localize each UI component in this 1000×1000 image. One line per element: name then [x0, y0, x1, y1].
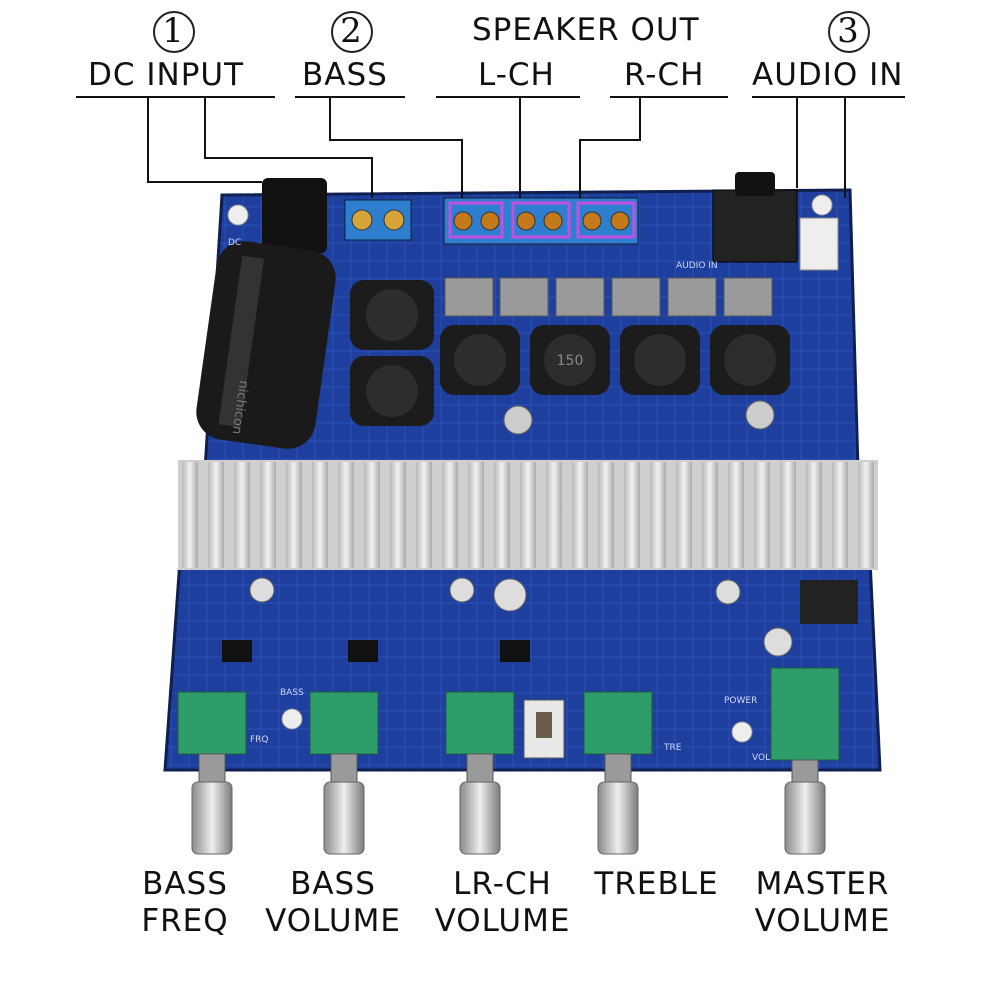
heatsink-fin — [676, 462, 692, 568]
potentiometers — [177, 667, 840, 855]
heatsink-fin — [364, 462, 380, 568]
leader-lines — [76, 96, 905, 198]
board-freq-marking: FRQ — [250, 735, 269, 745]
heatsink-fin — [728, 462, 744, 568]
heatsink-fin — [208, 462, 224, 568]
board-bass-marking: BASS — [280, 688, 304, 698]
heatsink-fin — [520, 462, 536, 568]
callout-number-3: 3 — [825, 8, 871, 54]
potentiometer-body — [309, 691, 379, 755]
control-label-line1: TREBLE — [594, 866, 719, 902]
inductors: 150 — [350, 280, 790, 426]
potentiometer-shaft — [198, 753, 226, 783]
control-label-line2: FREQ — [141, 903, 229, 939]
potentiometer-body — [177, 691, 247, 755]
heatsink-fin — [702, 462, 718, 568]
potentiometer-knob — [323, 781, 365, 855]
potentiometer-shaft — [330, 753, 358, 783]
speaker-out-label: SPEAKER OUT — [472, 12, 700, 48]
potentiometer-knob — [597, 781, 639, 855]
heatsink-fin — [806, 462, 822, 568]
potentiometer-shaft — [466, 753, 494, 783]
left-channel-label: L-CH — [478, 57, 555, 93]
heatsink-fin — [260, 462, 276, 568]
control-label-master-volume: MASTER VOLUME — [745, 866, 900, 940]
board-audio-in-marking: AUDIO IN — [676, 261, 718, 271]
heatsink-fin — [390, 462, 406, 568]
potentiometer-knob — [191, 781, 233, 855]
heatsink-fin — [650, 462, 666, 568]
control-label-bass-volume: BASS VOLUME — [258, 866, 408, 940]
board-treble-marking: TRE — [663, 743, 682, 753]
control-label-line1: BASS — [290, 866, 376, 902]
board-power-marking: POWER — [724, 696, 757, 706]
callout-number-2: 2 — [328, 8, 374, 54]
control-label-bass-freq: BASS FREQ — [120, 866, 250, 940]
heatsink-fin — [572, 462, 588, 568]
heatsink-fin — [442, 462, 458, 568]
dc-input-label: DC INPUT — [88, 57, 245, 93]
potentiometer-knob — [784, 781, 826, 855]
heatsink-fin — [832, 462, 848, 568]
potentiometer-shaft — [604, 753, 632, 783]
heatsink-fin — [546, 462, 562, 568]
board-vol-marking: VOL — [752, 753, 770, 763]
dc-input-terminal — [344, 199, 412, 241]
chip-row — [444, 277, 773, 317]
potentiometer-body — [770, 667, 840, 761]
heatsink-fin — [182, 462, 198, 568]
capacitor-brand-marking: nichicon — [228, 379, 250, 435]
control-label-line2: VOLUME — [434, 903, 571, 939]
heatsink-fin — [598, 462, 614, 568]
heatsink — [178, 460, 878, 570]
control-label-line1: LR-CH — [453, 866, 552, 902]
lower-board-components: BASS POWER FRQ TRE VOL — [222, 577, 858, 763]
heatsink-fin — [234, 462, 250, 568]
audio-in-label: AUDIO IN — [752, 57, 904, 93]
heatsink-fin — [624, 462, 640, 568]
speaker-terminal-block — [443, 197, 639, 245]
control-label-line2: VOLUME — [754, 903, 891, 939]
control-label-line1: MASTER — [755, 866, 890, 902]
heatsink-fin — [858, 462, 874, 568]
heatsink-fin — [468, 462, 484, 568]
board-dc-marking: DC — [228, 238, 241, 248]
potentiometer-body — [445, 691, 515, 755]
control-label-line1: BASS — [142, 866, 228, 902]
right-channel-label: R-CH — [624, 57, 705, 93]
heatsink-fin — [780, 462, 796, 568]
heatsink-fin — [312, 462, 328, 568]
heatsink-fin — [754, 462, 770, 568]
heatsink-fin — [416, 462, 432, 568]
control-label-lr-ch-volume: LR-CH VOLUME — [425, 866, 580, 940]
inductor-marking: 150 — [557, 353, 584, 369]
callout-number-1: 1 — [150, 8, 196, 54]
audio-in-jack: AUDIO IN — [676, 172, 839, 271]
control-label-treble: TREBLE — [584, 866, 729, 903]
capacitor: nichicon — [196, 178, 336, 449]
heatsink-fin — [494, 462, 510, 568]
potentiometer-body — [583, 691, 653, 755]
bass-output-label: BASS — [302, 57, 388, 93]
heatsink-fin — [286, 462, 302, 568]
heatsink-fin — [338, 462, 354, 568]
potentiometer-knob — [459, 781, 501, 855]
control-label-line2: VOLUME — [265, 903, 401, 939]
